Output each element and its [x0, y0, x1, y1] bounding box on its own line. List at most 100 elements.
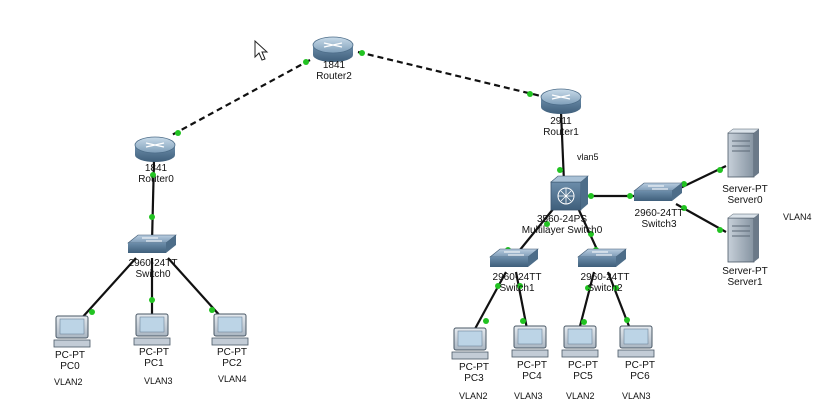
server-icon[interactable] — [727, 213, 760, 263]
multilayer-switch-icon[interactable] — [550, 175, 589, 211]
pc4-vlan-note: VLAN3 — [514, 391, 543, 401]
router0-model: 1841 — [144, 163, 168, 174]
router2-label: 1841 Router2 — [308, 60, 360, 82]
port-dot — [483, 318, 489, 324]
pc3-label: PC-PT PC3 — [451, 362, 497, 384]
pc-icon[interactable] — [511, 325, 549, 358]
link-switch0-pc0[interactable] — [79, 257, 137, 321]
pc1-model: PC-PT — [139, 347, 169, 358]
pc6-vlan-note: VLAN3 — [622, 391, 651, 401]
pc2-vlan-note: VLAN4 — [218, 374, 247, 384]
port-dot — [557, 167, 563, 173]
port-dot — [624, 317, 630, 323]
switch0-label: 2960-24TT Switch0 — [118, 258, 188, 280]
port-dot — [149, 214, 155, 220]
vlan5-note: vlan5 — [577, 152, 599, 162]
port-dot — [517, 283, 523, 289]
switch-icon[interactable] — [577, 248, 627, 267]
switch0-model: 2960-24TT — [128, 258, 178, 269]
router0-label: 1841 Router0 — [130, 163, 182, 185]
port-dot — [613, 285, 619, 291]
link-mls0-switch1[interactable] — [514, 207, 555, 257]
server0-label: Server-PT Server0 — [712, 184, 778, 206]
port-dot — [89, 309, 95, 315]
router1-label: 2911 Router1 — [535, 116, 587, 138]
links — [79, 50, 727, 339]
switch3-label: 2960-24TT Switch3 — [624, 208, 694, 230]
port-dot — [303, 59, 309, 65]
server1-model: Server-PT — [722, 266, 768, 277]
pc0-name: PC0 — [60, 361, 80, 372]
mls0-name: Multilayer Switch0 — [521, 225, 603, 236]
port-dot — [627, 193, 633, 199]
pc4-model: PC-PT — [517, 360, 547, 371]
link-switch2-pc6[interactable] — [606, 271, 634, 335]
pc0-label: PC-PT PC0 — [47, 350, 93, 372]
switch-icon[interactable] — [127, 234, 177, 253]
pc3-vlan-note: VLAN2 — [459, 391, 488, 401]
port-dot — [527, 91, 533, 97]
port-dot — [581, 319, 587, 325]
server0-name: Server0 — [727, 195, 763, 206]
switch3-name: Switch3 — [641, 219, 677, 230]
pc-icon[interactable] — [561, 325, 599, 358]
pc6-model: PC-PT — [625, 360, 655, 371]
pc-icon[interactable] — [617, 325, 655, 358]
vlan4-note: VLAN4 — [783, 212, 812, 222]
pc5-vlan-note: VLAN2 — [566, 391, 595, 401]
router1-name: Router1 — [543, 127, 579, 138]
switch-icon[interactable] — [489, 248, 539, 267]
pc-icon[interactable] — [211, 313, 249, 346]
pc3-name: PC3 — [464, 373, 484, 384]
switch2-model: 2960-24TT — [580, 272, 630, 283]
pc4-label: PC-PT PC4 — [509, 360, 555, 382]
pc6-label: PC-PT PC6 — [617, 360, 663, 382]
pc4-name: PC4 — [522, 371, 542, 382]
switch0-name: Switch0 — [135, 269, 171, 280]
link-switch2-pc5[interactable] — [576, 271, 596, 335]
router0-name: Router0 — [138, 174, 174, 185]
router-icon[interactable] — [312, 36, 354, 62]
port-dot — [588, 231, 594, 237]
pc1-name: PC1 — [144, 358, 164, 369]
switch2-name: Switch2 — [587, 283, 623, 294]
pc6-name: PC6 — [630, 371, 650, 382]
link-switch1-pc3[interactable] — [469, 271, 507, 339]
pc-icon[interactable] — [133, 313, 171, 346]
router-icon[interactable] — [540, 88, 582, 114]
pc5-label: PC-PT PC5 — [560, 360, 606, 382]
pc0-model: PC-PT — [55, 350, 85, 361]
port-dot — [175, 130, 181, 136]
pc2-label: PC-PT PC2 — [209, 347, 255, 369]
switch3-model: 2960-24TT — [634, 208, 684, 219]
port-dot — [588, 193, 594, 199]
switch1-model: 2960-24TT — [492, 272, 542, 283]
pc2-model: PC-PT — [217, 347, 247, 358]
router2-model: 1841 — [322, 60, 346, 71]
server-icon[interactable] — [727, 128, 760, 178]
port-dot — [150, 172, 156, 178]
switch-icon[interactable] — [633, 182, 683, 201]
router2-name: Router2 — [316, 71, 352, 82]
server1-label: Server-PT Server1 — [712, 266, 778, 288]
link-router2-router0[interactable] — [169, 59, 311, 137]
port-dot — [717, 227, 723, 233]
pc5-model: PC-PT — [568, 360, 598, 371]
server0-model: Server-PT — [722, 184, 768, 195]
pc-icon[interactable] — [451, 327, 489, 360]
port-dot — [520, 318, 526, 324]
port-dot — [681, 205, 687, 211]
pc1-vlan-note: VLAN3 — [144, 376, 173, 386]
router-icon[interactable] — [134, 136, 176, 162]
port-dot — [149, 297, 155, 303]
link-switch1-pc4[interactable] — [514, 271, 530, 335]
pc-icon[interactable] — [53, 315, 91, 348]
mls0-label: 3560-24PS Multilayer Switch0 — [506, 214, 618, 236]
pc1-label: PC-PT PC1 — [131, 347, 177, 369]
link-router2-router1[interactable] — [357, 50, 546, 99]
pc0-vlan-note: VLAN2 — [54, 377, 83, 387]
switch1-label: 2960-24TT Switch1 — [482, 272, 552, 294]
link-router1-mls0[interactable] — [559, 111, 566, 183]
port-dot — [495, 283, 501, 289]
